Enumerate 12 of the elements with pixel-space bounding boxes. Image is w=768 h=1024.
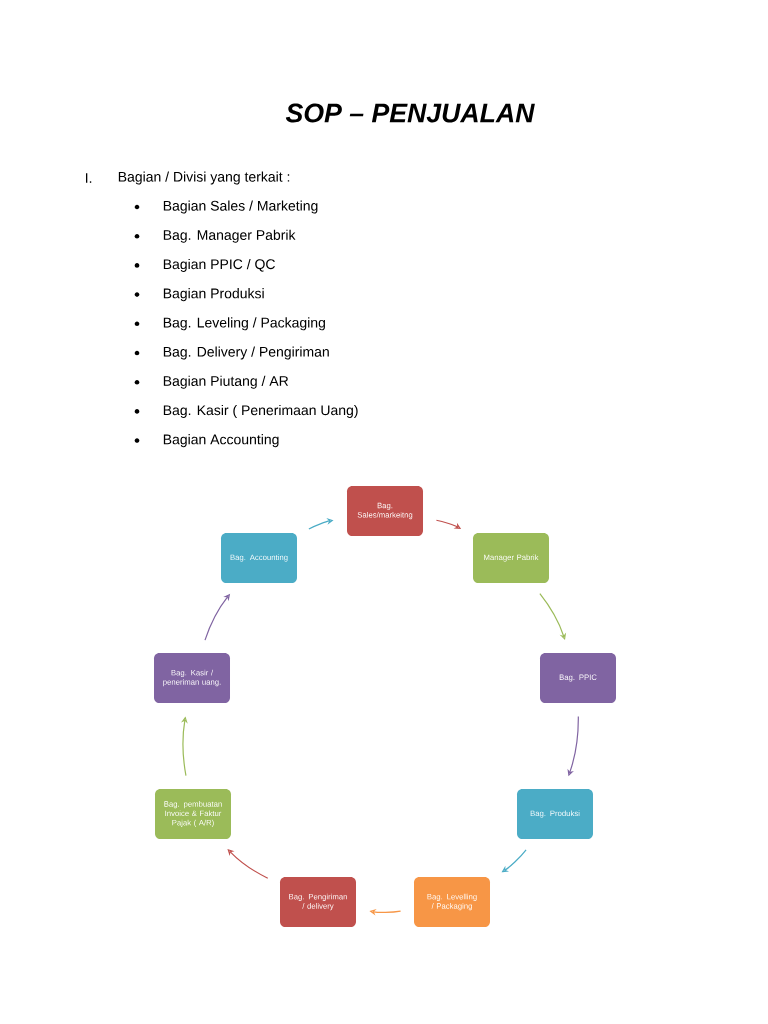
- list-item: Bag. Delivery / Pengiriman: [163, 346, 329, 360]
- list-item: Bagian PPIC / QC: [163, 258, 275, 272]
- list-item: Bagian Accounting: [163, 434, 279, 448]
- list-number: I.: [86, 173, 92, 183]
- list-item: Bagian Sales / Marketing: [163, 200, 318, 214]
- list-item: Bag. Leveling / Packaging: [163, 317, 325, 331]
- title: SOP – PENJUALAN: [285, 103, 535, 123]
- list-item: Bagian Piutang / AR: [163, 375, 289, 389]
- list-item: Bag. Manager Pabrik: [163, 229, 296, 243]
- list-heading: Bagian / Divisi yang terkait :: [118, 171, 290, 185]
- list-item: Bagian Produksi: [163, 288, 264, 302]
- list-item: Bag. Kasir ( Penerimaan Uang): [163, 404, 358, 418]
